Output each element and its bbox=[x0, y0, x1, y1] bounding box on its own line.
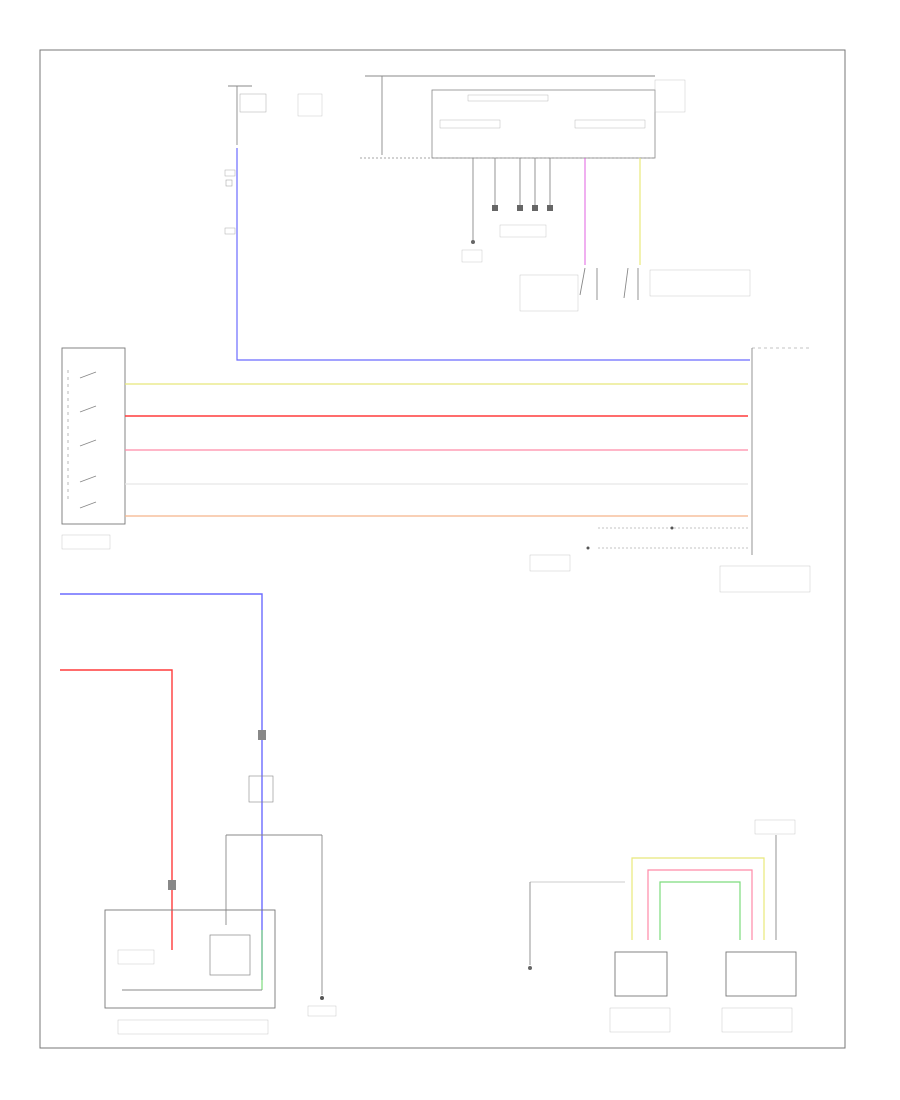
right-connector-block bbox=[529, 347, 812, 593]
left-front-seat-switch bbox=[61, 347, 126, 550]
blue-wire-upper bbox=[236, 148, 750, 361]
top-left-fuse-feed bbox=[224, 85, 323, 235]
module-output-wires bbox=[461, 158, 751, 312]
top-right-module bbox=[360, 75, 686, 159]
bottom-right-wiring bbox=[528, 819, 797, 1033]
ground-symbol-1 bbox=[471, 240, 475, 244]
red-wire-lower bbox=[60, 669, 173, 950]
seat-heater-assembly bbox=[104, 834, 323, 1035]
diagram-frame bbox=[39, 49, 846, 1049]
blue-wire-lower bbox=[60, 593, 263, 980]
ground-symbol-2 bbox=[320, 996, 324, 1000]
